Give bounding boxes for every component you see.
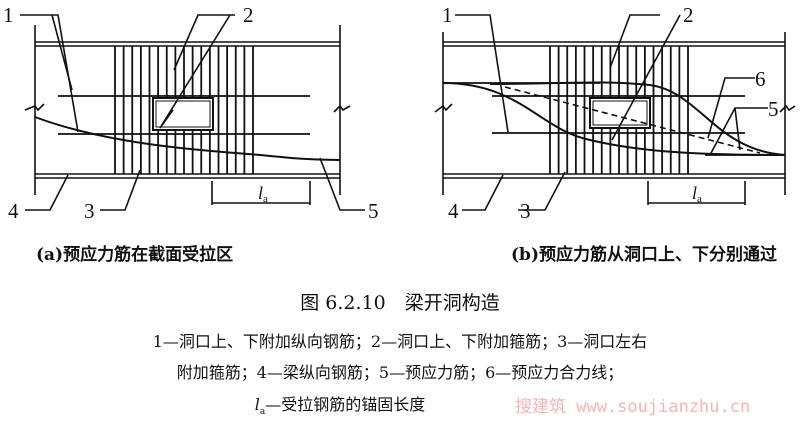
label-5-a: 5 [368, 199, 379, 223]
label-5-b: 5 [768, 97, 779, 121]
figure-title: 图 6.2.10 梁开洞构造 [300, 292, 500, 314]
legend-line-1: 1—洞口上、下附加纵向钢筋；2—洞口上、下附加箍筋；3—洞口左右 [152, 332, 648, 351]
label-3-b: 3 [520, 199, 531, 223]
legend-symbol: l [254, 395, 260, 414]
watermark: 搜建筑 www.soujianzhu.cn [515, 397, 751, 417]
label-2-b: 2 [683, 3, 694, 27]
legend-text: —受拉钢筋的锚固长度 [265, 395, 426, 414]
anchorage-length-a: la [258, 183, 268, 205]
label-6-b: 6 [755, 67, 766, 91]
label-4-b: 4 [448, 199, 459, 223]
label-4-a: 4 [8, 199, 19, 223]
label-2-a: 2 [243, 3, 254, 27]
caption-a: (a)预应力筋在截面受拉区 [36, 245, 234, 265]
diagram-a [20, 14, 365, 211]
legend-symbol-sub: a [259, 407, 266, 418]
label-1-a: 1 [3, 3, 14, 27]
anchorage-length-b: la [692, 183, 702, 205]
legend-line-3: la—受拉钢筋的锚固长度 [0, 391, 800, 417]
legend-line-2: 附加箍筋；4—梁纵向钢筋；5—预应力筋；6—预应力合力线； [176, 363, 624, 382]
caption-b: (b)预应力筋从洞口上、下分别通过 [511, 245, 777, 265]
diagram-b [434, 14, 796, 211]
label-1-b: 1 [442, 3, 453, 27]
label-3-a: 3 [84, 199, 95, 223]
